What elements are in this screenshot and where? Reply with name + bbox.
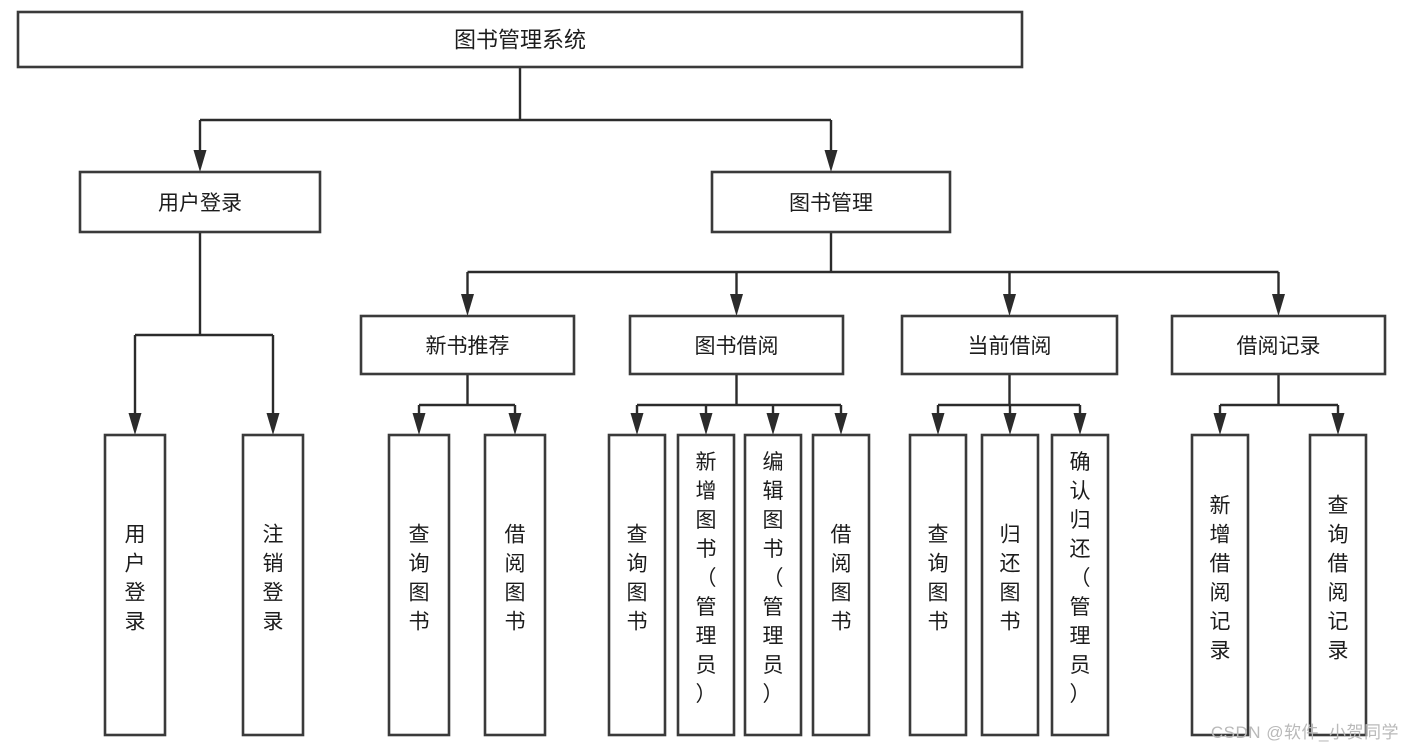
to-query-borrow-record-arrowhead (1331, 413, 1345, 435)
node-label-query-book-1: 查询图书 (409, 524, 430, 634)
nodes-layer: 图书管理系统用户登录用户登录注销登录图书管理新书推荐查询图书借阅图书图书借阅查询… (16, 10, 1387, 737)
node-query-book-2[interactable]: 查询图书 (607, 433, 667, 737)
node-label-confirm-return-admin: 确认归还（管理员） (1070, 451, 1091, 706)
csdn-watermark: CSDN @软件_小贺同学 (1210, 723, 1399, 742)
node-label-borrow-record: 借阅记录 (1237, 335, 1321, 358)
node-new-book-recommend[interactable]: 新书推荐 (359, 314, 576, 376)
node-current-borrow[interactable]: 当前借阅 (900, 314, 1119, 376)
to-borrow-book-1-arrowhead (508, 413, 522, 435)
to-query-book-1-arrowhead (412, 413, 426, 435)
node-label-user-logout: 注销登录 (263, 524, 284, 634)
node-box-return-book (980, 433, 1040, 737)
to-add-borrow-record-arrowhead (1213, 413, 1227, 435)
node-box-root (16, 10, 1024, 69)
to-user-login-do-arrowhead (128, 413, 142, 435)
node-user-logout[interactable]: 注销登录 (241, 433, 305, 737)
node-box-user-logout (241, 433, 305, 737)
node-edit-book-admin[interactable]: 编辑图书（管理员） (743, 433, 803, 737)
node-label-borrow-book-1: 借阅图书 (505, 524, 526, 634)
to-user-login-arrowhead (193, 150, 207, 172)
node-box-current-borrow (900, 314, 1119, 376)
to-book-borrow-arrowhead (730, 294, 743, 316)
node-label-book-borrow: 图书借阅 (695, 335, 779, 358)
node-box-user-login-do (103, 433, 167, 737)
to-borrow-record-arrowhead (1272, 294, 1285, 316)
node-borrow-book-1[interactable]: 借阅图书 (483, 433, 547, 737)
node-box-query-book-3 (908, 433, 968, 737)
node-borrow-book-2[interactable]: 借阅图书 (811, 433, 871, 737)
node-borrow-record[interactable]: 借阅记录 (1170, 314, 1387, 376)
connectors-layer (128, 67, 1345, 435)
node-query-book-1[interactable]: 查询图书 (387, 433, 451, 737)
to-user-logout-arrowhead (266, 413, 280, 435)
node-book-manage[interactable]: 图书管理 (710, 170, 952, 234)
to-borrow-book-2-arrowhead (834, 413, 848, 435)
node-query-book-3[interactable]: 查询图书 (908, 433, 968, 737)
node-box-borrow-book-1 (483, 433, 547, 737)
node-box-edit-book-admin (743, 433, 803, 737)
node-box-book-manage (710, 170, 952, 234)
to-query-book-3-arrowhead (931, 413, 945, 435)
node-label-query-book-2: 查询图书 (627, 524, 648, 634)
node-label-query-borrow-record: 查询借阅记录 (1328, 495, 1349, 663)
node-box-add-book-admin (676, 433, 736, 737)
node-label-borrow-book-2: 借阅图书 (831, 524, 852, 634)
node-box-book-borrow (628, 314, 845, 376)
to-return-book-arrowhead (1003, 413, 1017, 435)
node-label-new-book-recommend: 新书推荐 (426, 335, 510, 358)
node-return-book[interactable]: 归还图书 (980, 433, 1040, 737)
node-label-root: 图书管理系统 (454, 28, 586, 53)
node-root[interactable]: 图书管理系统 (16, 10, 1024, 69)
to-book-manage-arrowhead (824, 150, 838, 172)
to-new-book-recommend-arrowhead (461, 294, 474, 316)
node-add-book-admin[interactable]: 新增图书（管理员） (676, 433, 736, 737)
node-label-user-login: 用户登录 (158, 192, 242, 215)
node-add-borrow-record[interactable]: 新增借阅记录 (1190, 433, 1250, 737)
node-user-login[interactable]: 用户登录 (78, 170, 322, 234)
node-box-query-book-1 (387, 433, 451, 737)
to-query-book-2-arrowhead (630, 413, 644, 435)
node-box-user-login (78, 170, 322, 234)
node-user-login-do[interactable]: 用户登录 (103, 433, 167, 737)
node-box-borrow-record (1170, 314, 1387, 376)
node-box-query-borrow-record (1308, 433, 1368, 737)
node-label-add-borrow-record: 新增借阅记录 (1210, 495, 1231, 663)
node-label-return-book: 归还图书 (1000, 524, 1021, 634)
node-label-query-book-3: 查询图书 (928, 524, 949, 634)
node-label-current-borrow: 当前借阅 (968, 335, 1052, 358)
node-box-new-book-recommend (359, 314, 576, 376)
node-box-query-book-2 (607, 433, 667, 737)
node-label-add-book-admin: 新增图书（管理员） (696, 451, 717, 706)
node-book-borrow[interactable]: 图书借阅 (628, 314, 845, 376)
node-label-book-manage: 图书管理 (789, 192, 873, 215)
node-confirm-return-admin[interactable]: 确认归还（管理员） (1050, 433, 1110, 737)
to-edit-book-admin-arrowhead (766, 413, 780, 435)
to-add-book-admin-arrowhead (699, 413, 713, 435)
node-box-confirm-return-admin (1050, 433, 1110, 737)
node-label-edit-book-admin: 编辑图书（管理员） (763, 451, 784, 706)
node-box-add-borrow-record (1190, 433, 1250, 737)
node-query-borrow-record[interactable]: 查询借阅记录 (1308, 433, 1368, 737)
node-box-borrow-book-2 (811, 433, 871, 737)
to-current-borrow-arrowhead (1003, 294, 1016, 316)
to-confirm-return-admin-arrowhead (1073, 413, 1087, 435)
node-label-user-login-do: 用户登录 (125, 524, 146, 634)
